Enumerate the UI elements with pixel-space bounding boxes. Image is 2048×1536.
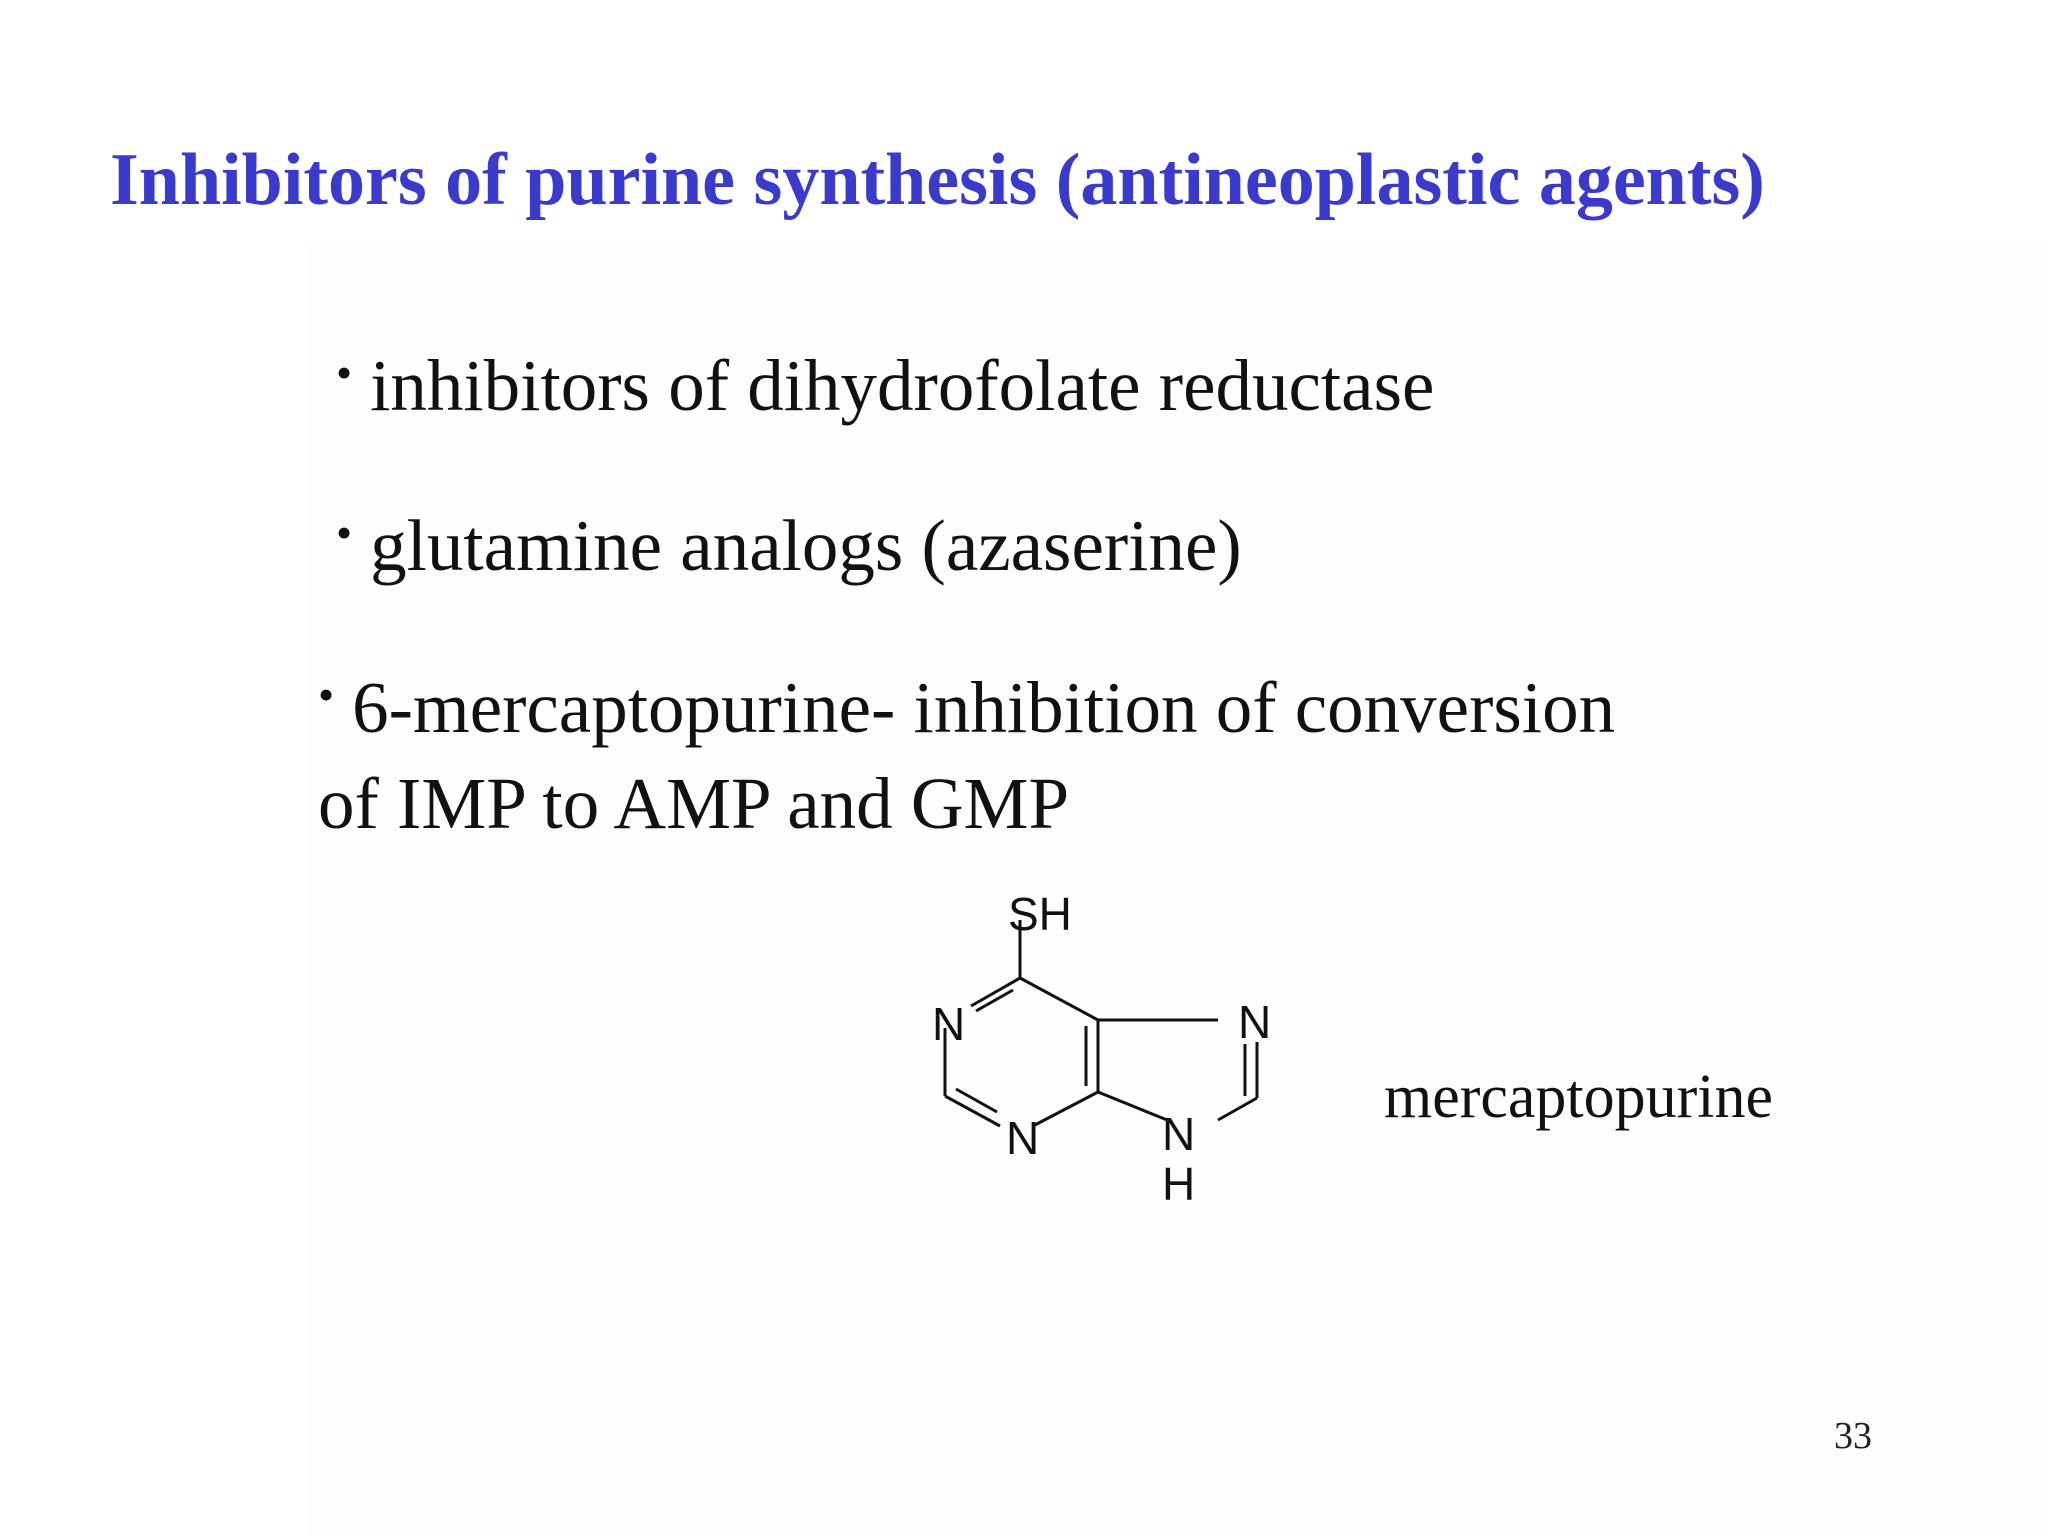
atom-n7: N <box>1238 996 1271 1048</box>
bullet-text: 6-mercaptopurine- inhibition of conversi… <box>352 667 1616 748</box>
bullet-text: inhibitors of dihydrofolate reductase <box>370 345 1435 426</box>
page-number: 33 <box>1834 1415 1872 1457</box>
atom-h9: H <box>1162 1158 1195 1210</box>
mercaptopurine-structure: SH N N N N H <box>932 888 1271 1210</box>
bond-c5-c6 <box>1019 976 1099 1022</box>
bullet-item-mercaptopurine: • 6-mercaptopurine- inhibition of convers… <box>318 660 1615 852</box>
bullet-item-dhfr-inhibitors: • inhibitors of dihydrofolate reductase <box>336 338 1434 434</box>
bond-c6-n1-double <box>975 988 1014 1013</box>
molecule-label: mercaptopurine <box>1384 1063 1774 1131</box>
bullet-marker: • <box>336 507 353 558</box>
bond-c6-n1 <box>970 976 1021 1008</box>
bond-c2-n3 <box>944 1094 1001 1128</box>
atom-n3: N <box>1006 1112 1039 1164</box>
bond-c8-n9 <box>1217 1096 1258 1122</box>
bullet-marker: • <box>318 669 335 720</box>
bullet-item-glutamine-analogs: • glutamine analogs (azaserine) <box>336 498 1242 594</box>
atom-n1: N <box>932 998 965 1050</box>
bond-n3-c4 <box>1032 1090 1099 1128</box>
bond-c2-n3-double <box>955 1087 998 1114</box>
atom-n9: N <box>1162 1108 1195 1160</box>
bullet-text-continuation: of IMP to AMP and GMP <box>318 763 1070 844</box>
content-panel <box>306 246 2048 1536</box>
atom-sh: SH <box>1008 888 1072 940</box>
bullet-marker: • <box>336 347 353 398</box>
bullet-text: glutamine analogs (azaserine) <box>370 505 1242 586</box>
slide-title: Inhibitors of purine synthesis (antineop… <box>110 139 1765 221</box>
bond-c4-n9 <box>1097 1090 1173 1124</box>
